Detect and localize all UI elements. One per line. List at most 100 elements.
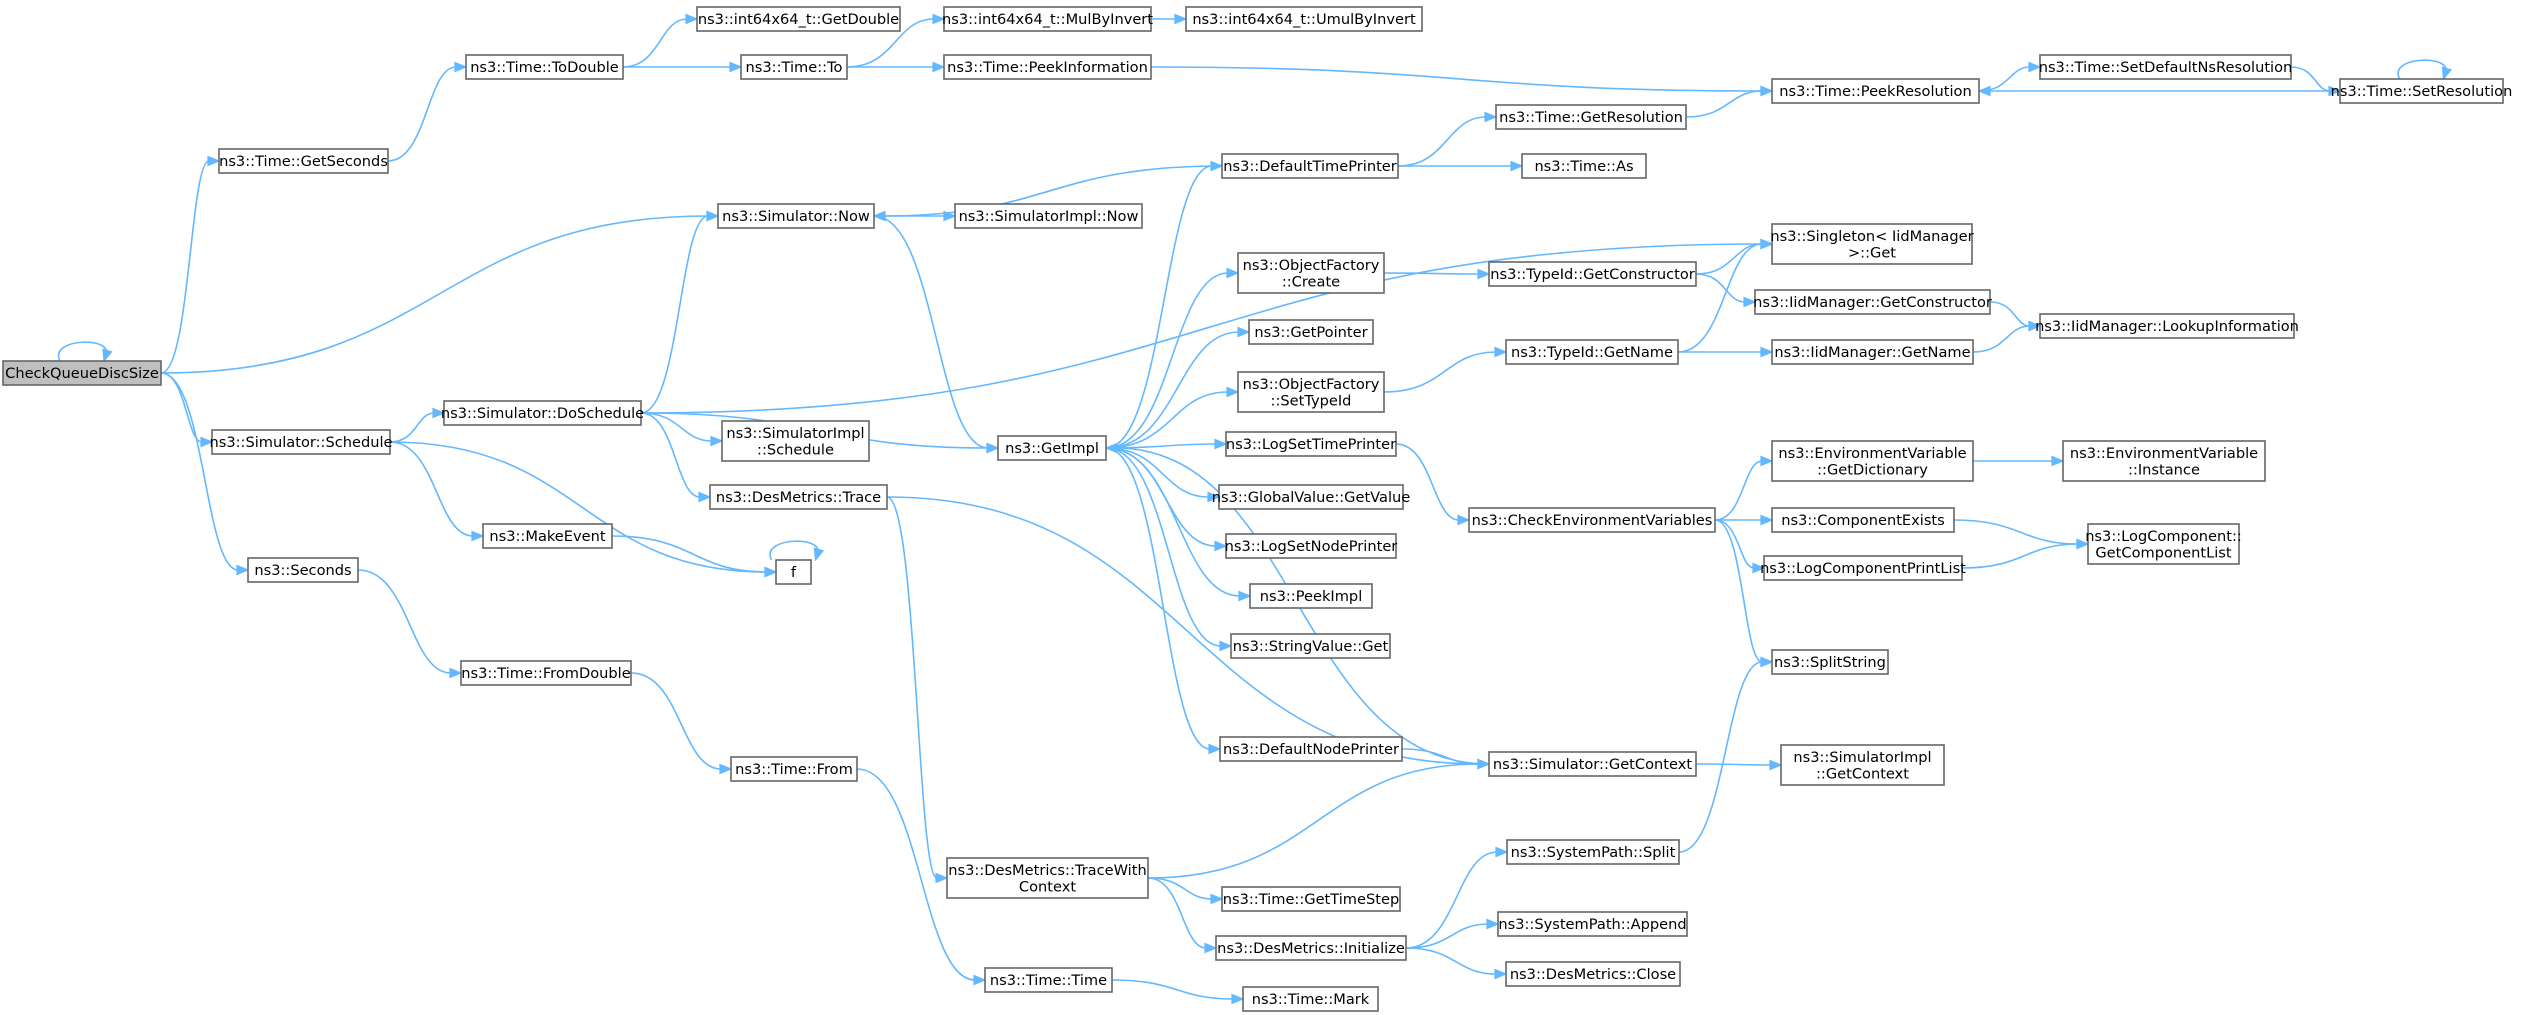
node-iidgetctor[interactable]: ns3::IidManager::GetConstructor	[1753, 289, 1992, 315]
node-logsetnodeprinter-box[interactable]	[1225, 533, 1397, 559]
node-deftimeprinter[interactable]: ns3::DefaultTimePrinter	[1221, 153, 1399, 179]
node-check-box[interactable]	[2, 360, 162, 386]
node-logcompget-box[interactable]	[2087, 523, 2240, 565]
node-syspathappend-box[interactable]	[1497, 911, 1688, 937]
node-timeto-box[interactable]	[740, 54, 848, 80]
node-peekinfo[interactable]: ns3::Time::PeekInformation	[943, 54, 1152, 80]
node-envinstance[interactable]: ns3::EnvironmentVariable::Instance	[2062, 440, 2266, 482]
node-syspathappend[interactable]: ns3::SystemPath::Append	[1497, 911, 1688, 937]
node-checkenv-box[interactable]	[1468, 507, 1716, 533]
node-iidlookup[interactable]: ns3::IidManager::LookupInformation	[2035, 313, 2299, 339]
node-simimplnow[interactable]: ns3::SimulatorImpl::Now	[954, 203, 1143, 229]
node-timemark-box[interactable]	[1242, 986, 1379, 1012]
node-logcompget[interactable]: ns3::LogComponent::GetComponentList	[2085, 523, 2242, 565]
node-desmclose-box[interactable]	[1505, 961, 1681, 987]
node-timefrom[interactable]: ns3::Time::From	[730, 756, 858, 782]
node-singleton[interactable]: ns3::Singleton< IidManager >::Get	[1770, 223, 1974, 265]
node-peekimpl-box[interactable]	[1249, 583, 1373, 609]
node-checkenv[interactable]: ns3::CheckEnvironmentVariables	[1468, 507, 1716, 533]
node-gettimestep[interactable]: ns3::Time::GetTimeStep	[1221, 886, 1401, 912]
node-simdoschedule[interactable]: ns3::Simulator::DoSchedule	[441, 400, 644, 426]
node-envgetdict-box[interactable]	[1771, 440, 1974, 482]
node-timeas[interactable]: ns3::Time::As	[1521, 153, 1647, 179]
node-check[interactable]: CheckQueueDiscSize	[2, 360, 162, 386]
node-deftimeprinter-box[interactable]	[1221, 153, 1399, 179]
node-desmclose[interactable]: ns3::DesMetrics::Close	[1505, 961, 1681, 987]
node-makeevent-box[interactable]	[482, 523, 613, 549]
node-defnodeprinter-box[interactable]	[1219, 736, 1403, 762]
node-seconds[interactable]: ns3::Seconds	[247, 557, 359, 583]
node-umulbyinvert-box[interactable]	[1185, 6, 1423, 32]
node-setdefres[interactable]: ns3::Time::SetDefaultNsResolution	[2039, 54, 2293, 80]
node-i64getdouble[interactable]: ns3::int64x64_t::GetDouble	[696, 6, 901, 32]
node-simschedule[interactable]: ns3::Simulator::Schedule	[209, 429, 393, 455]
node-gvgetvalue[interactable]: ns3::GlobalValue::GetValue	[1212, 484, 1411, 510]
node-simgetctx[interactable]: ns3::Simulator::GetContext	[1488, 751, 1697, 777]
node-setres[interactable]: ns3::Time::SetResolution	[2331, 78, 2513, 104]
node-getseconds-box[interactable]	[218, 148, 389, 174]
node-timeas-box[interactable]	[1521, 153, 1647, 179]
node-envgetdict[interactable]: ns3::EnvironmentVariable::GetDictionary	[1771, 440, 1974, 482]
node-getres[interactable]: ns3::Time::GetResolution	[1495, 104, 1687, 130]
node-timetime-box[interactable]	[984, 967, 1113, 993]
node-timeto[interactable]: ns3::Time::To	[740, 54, 848, 80]
node-todouble[interactable]: ns3::Time::ToDouble	[465, 54, 624, 80]
node-tidgetname[interactable]: ns3::TypeId::GetName	[1505, 339, 1679, 365]
node-syspathsplit[interactable]: ns3::SystemPath::Split	[1506, 839, 1680, 865]
node-simimplgetctx-box[interactable]	[1780, 744, 1945, 786]
node-simnow[interactable]: ns3::Simulator::Now	[717, 203, 875, 229]
node-tidgetctor-box[interactable]	[1488, 261, 1697, 287]
node-iidgetctor-box[interactable]	[1754, 289, 1991, 315]
node-setdefres-box[interactable]	[2039, 54, 2292, 80]
node-fromdouble-box[interactable]	[460, 660, 632, 686]
node-peekres[interactable]: ns3::Time::PeekResolution	[1771, 78, 1980, 104]
node-seconds-box[interactable]	[247, 557, 359, 583]
node-strvalget[interactable]: ns3::StringValue::Get	[1230, 633, 1391, 659]
node-i64getdouble-box[interactable]	[696, 6, 901, 32]
node-umulbyinvert[interactable]: ns3::int64x64_t::UmulByInvert	[1185, 6, 1423, 32]
node-compexists[interactable]: ns3::ComponentExists	[1771, 507, 1955, 533]
node-syspathsplit-box[interactable]	[1506, 839, 1680, 865]
node-logcompprint[interactable]: ns3::LogComponentPrintList	[1760, 555, 1966, 581]
node-getseconds[interactable]: ns3::Time::GetSeconds	[218, 148, 389, 174]
node-objfcreate-box[interactable]	[1237, 252, 1385, 294]
node-simnow-box[interactable]	[717, 203, 875, 229]
node-timetime[interactable]: ns3::Time::Time	[984, 967, 1113, 993]
node-simimplschedule-box[interactable]	[721, 420, 870, 462]
node-desmtrace[interactable]: ns3::DesMetrics::Trace	[709, 484, 888, 510]
node-getimpl[interactable]: ns3::GetImpl	[997, 435, 1107, 461]
node-f-box[interactable]	[775, 559, 812, 585]
node-splitstring[interactable]: ns3::SplitString	[1771, 649, 1889, 675]
node-setres-box[interactable]	[2339, 78, 2504, 104]
node-desmtracectx-box[interactable]	[946, 857, 1149, 899]
node-timefrom-box[interactable]	[730, 756, 858, 782]
node-objfsettid[interactable]: ns3::ObjectFactory::SetTypeId	[1237, 371, 1385, 413]
node-todouble-box[interactable]	[465, 54, 624, 80]
node-iidgetname[interactable]: ns3::IidManager::GetName	[1771, 339, 1974, 365]
node-logsetnodeprinter[interactable]: ns3::LogSetNodePrinter	[1225, 533, 1398, 559]
node-strvalget-box[interactable]	[1230, 633, 1391, 659]
node-logsettimeprinter[interactable]: ns3::LogSetTimePrinter	[1225, 431, 1397, 457]
node-objfcreate[interactable]: ns3::ObjectFactory::Create	[1237, 252, 1385, 294]
node-logcompprint-box[interactable]	[1763, 555, 1963, 581]
node-iidgetname-box[interactable]	[1771, 339, 1974, 365]
node-simgetctx-box[interactable]	[1488, 751, 1697, 777]
node-tidgetctor[interactable]: ns3::TypeId::GetConstructor	[1488, 261, 1697, 287]
node-iidlookup-box[interactable]	[2039, 313, 2295, 339]
node-mulbyinvert[interactable]: ns3::int64x64_t::MulByInvert	[942, 6, 1153, 32]
node-getimpl-box[interactable]	[997, 435, 1107, 461]
node-timemark[interactable]: ns3::Time::Mark	[1242, 986, 1379, 1012]
node-fromdouble[interactable]: ns3::Time::FromDouble	[460, 660, 632, 686]
node-desminit-box[interactable]	[1215, 935, 1407, 961]
node-splitstring-box[interactable]	[1771, 649, 1889, 675]
node-singleton-box[interactable]	[1771, 223, 1973, 265]
node-desminit[interactable]: ns3::DesMetrics::Initialize	[1215, 935, 1407, 961]
node-logsettimeprinter-box[interactable]	[1225, 431, 1397, 457]
node-peekres-box[interactable]	[1771, 78, 1980, 104]
node-tidgetname-box[interactable]	[1505, 339, 1679, 365]
node-peekinfo-box[interactable]	[943, 54, 1152, 80]
node-getres-box[interactable]	[1495, 104, 1687, 130]
node-mulbyinvert-box[interactable]	[943, 6, 1152, 32]
node-getpointer[interactable]: ns3::GetPointer	[1248, 319, 1374, 345]
node-objfsettid-box[interactable]	[1237, 371, 1385, 413]
